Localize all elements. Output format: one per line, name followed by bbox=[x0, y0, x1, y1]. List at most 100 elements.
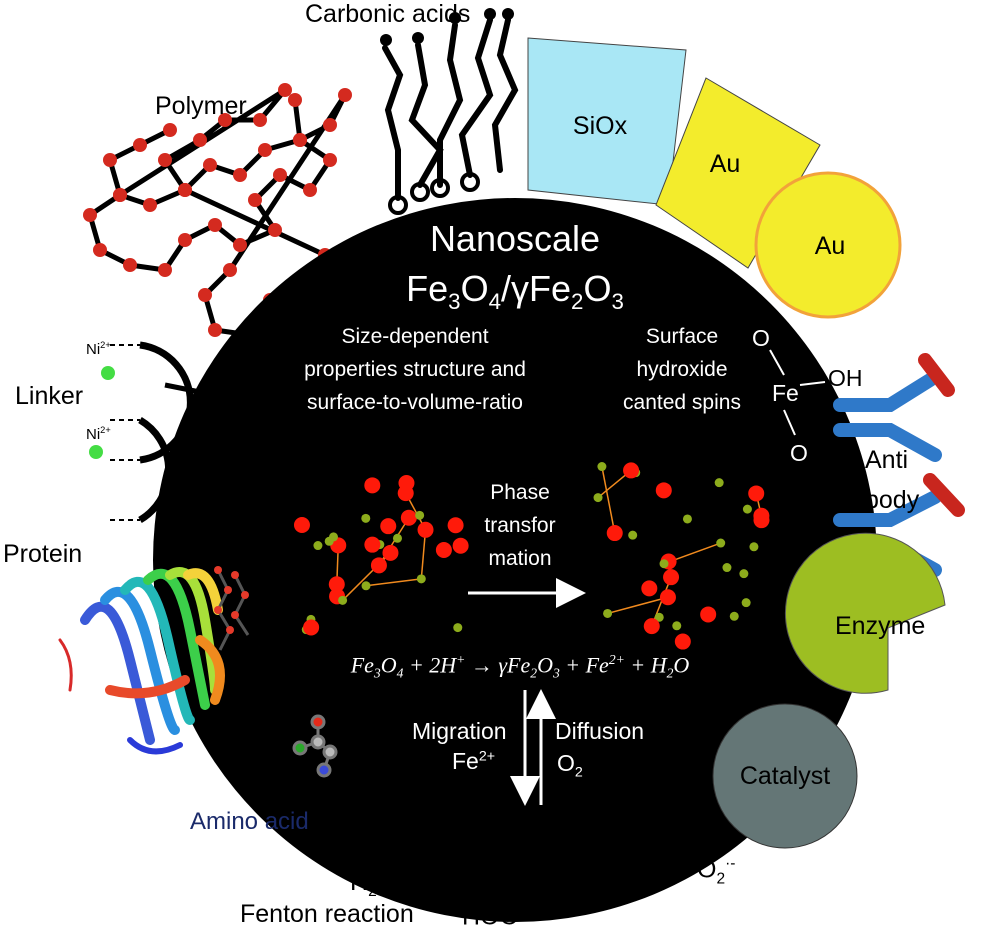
linker bbox=[110, 341, 241, 524]
iron-atom bbox=[742, 504, 752, 514]
iron-atom bbox=[741, 598, 751, 608]
polymer-bead bbox=[288, 93, 302, 107]
iron-atom bbox=[415, 510, 425, 520]
iron-atom bbox=[749, 542, 759, 552]
polymer-bead bbox=[278, 83, 292, 97]
polymer-bead bbox=[158, 153, 172, 167]
iron-atom bbox=[338, 595, 348, 605]
oxygen-atom bbox=[447, 517, 464, 534]
oxygen-atom bbox=[753, 512, 770, 529]
label-hv: hν bbox=[638, 835, 663, 861]
iron-atom bbox=[716, 538, 726, 548]
iron-atom bbox=[659, 559, 669, 569]
label-carbonic-acids: Carbonic acids bbox=[305, 0, 471, 28]
migration-species: Fe2+ bbox=[452, 748, 496, 774]
surface-line1: Surface bbox=[645, 325, 719, 348]
polymer-network bbox=[87, 87, 348, 338]
label-catalyst: Catalyst bbox=[739, 762, 831, 790]
iron-atom bbox=[597, 462, 607, 472]
oxygen-atom bbox=[452, 537, 469, 554]
oxygen-atom bbox=[748, 485, 765, 502]
size-dependent-line2: properties structure and bbox=[304, 358, 526, 381]
lattice-maghemite bbox=[593, 462, 770, 650]
oxygen-atom bbox=[330, 537, 347, 554]
iron-atom bbox=[714, 478, 724, 488]
size-dependent-text: Size-dependent properties structure and … bbox=[265, 320, 565, 419]
label-h2o2: H2O2 bbox=[350, 868, 405, 900]
size-dependent-line1: Size-dependent bbox=[341, 325, 489, 348]
surface-line3: canted spins bbox=[623, 391, 741, 414]
iron-atom bbox=[682, 514, 692, 524]
superoxide-arrow bbox=[569, 797, 677, 872]
tag-atoms bbox=[214, 566, 249, 634]
oxygen-atom bbox=[380, 518, 397, 535]
surface-o-bottom: O bbox=[790, 440, 808, 466]
polymer-bead bbox=[248, 193, 262, 207]
label-fenton: Fenton reaction bbox=[240, 900, 414, 928]
catalyst-particle bbox=[712, 703, 858, 849]
label-o2: O2 bbox=[568, 878, 597, 910]
label-antibody-line2: body bbox=[865, 486, 920, 514]
polymer-bead bbox=[273, 168, 287, 182]
label-hydroxyl-radical: HO· bbox=[485, 872, 528, 901]
amino-acid-molecule bbox=[292, 714, 338, 778]
oxygen-atom bbox=[364, 536, 381, 553]
polymer-bead bbox=[233, 238, 247, 252]
oxygen-atom bbox=[328, 576, 345, 593]
phase-line1: Phase bbox=[490, 481, 550, 504]
au-particle bbox=[754, 171, 902, 319]
surface-line2: hydroxide bbox=[636, 358, 728, 381]
iron-atom bbox=[313, 541, 323, 551]
iron-atom bbox=[628, 530, 638, 540]
fenton-arrow bbox=[384, 800, 520, 872]
label-antibody-line1: Anti bbox=[865, 446, 909, 474]
label-ni-2: Ni2+ bbox=[86, 425, 111, 443]
oxygen-atom bbox=[435, 542, 452, 559]
iron-atom bbox=[739, 569, 749, 579]
reaction-equation: Fe3O4 + 2H+ → γFe2O3 + Fe2+ + H2O bbox=[350, 652, 690, 681]
iron-atom bbox=[361, 513, 371, 523]
polymer-bead bbox=[143, 198, 157, 212]
core-title-line2: Fe3O4/γFe2O3 bbox=[406, 268, 624, 315]
label-enzyme: Enzyme bbox=[835, 612, 926, 640]
polymer-bead bbox=[178, 183, 192, 197]
polymer-bead bbox=[293, 133, 307, 147]
label-linker: Linker bbox=[15, 382, 84, 410]
polymer-bead bbox=[198, 288, 212, 302]
iron-atom bbox=[672, 621, 682, 631]
nanoparticle-core bbox=[153, 198, 877, 922]
antibody-1 bbox=[833, 353, 955, 462]
oxygen-atom bbox=[400, 509, 417, 526]
polymer-bead bbox=[203, 158, 217, 172]
ni-ion-2 bbox=[89, 445, 103, 459]
polymer-bead bbox=[233, 168, 247, 182]
label-amino-acid: Amino acid bbox=[190, 808, 309, 835]
oxygen-atom bbox=[700, 606, 717, 623]
phase-line2: transfor bbox=[484, 514, 556, 537]
polymer-bead bbox=[113, 188, 127, 202]
polymer-bead bbox=[83, 208, 97, 222]
polymer-bead bbox=[178, 233, 192, 247]
polymer-bead bbox=[208, 323, 222, 337]
oxygen-atom bbox=[623, 462, 640, 479]
label-tag: Tag bbox=[172, 538, 213, 566]
oxygen-atom bbox=[417, 521, 434, 538]
surface-fe: Fe bbox=[772, 380, 799, 406]
polymer-bead bbox=[223, 263, 237, 277]
carbonic-acid-heads bbox=[380, 8, 514, 46]
iron-atom bbox=[416, 574, 426, 584]
label-siox: SiOx bbox=[572, 112, 628, 140]
photon-wave bbox=[631, 807, 653, 861]
polymer-bead bbox=[258, 143, 272, 157]
iron-atom bbox=[392, 533, 402, 543]
oxygen-atom bbox=[606, 525, 623, 542]
polymer-beads bbox=[83, 83, 352, 342]
protein-structure bbox=[58, 567, 225, 755]
iron-atom bbox=[603, 608, 613, 618]
oxygen-atom bbox=[655, 482, 672, 499]
oxygen-atom bbox=[370, 557, 387, 574]
polymer-bead bbox=[208, 218, 222, 232]
oxygen-atom bbox=[382, 544, 399, 561]
lattice-magnetite bbox=[293, 475, 469, 636]
